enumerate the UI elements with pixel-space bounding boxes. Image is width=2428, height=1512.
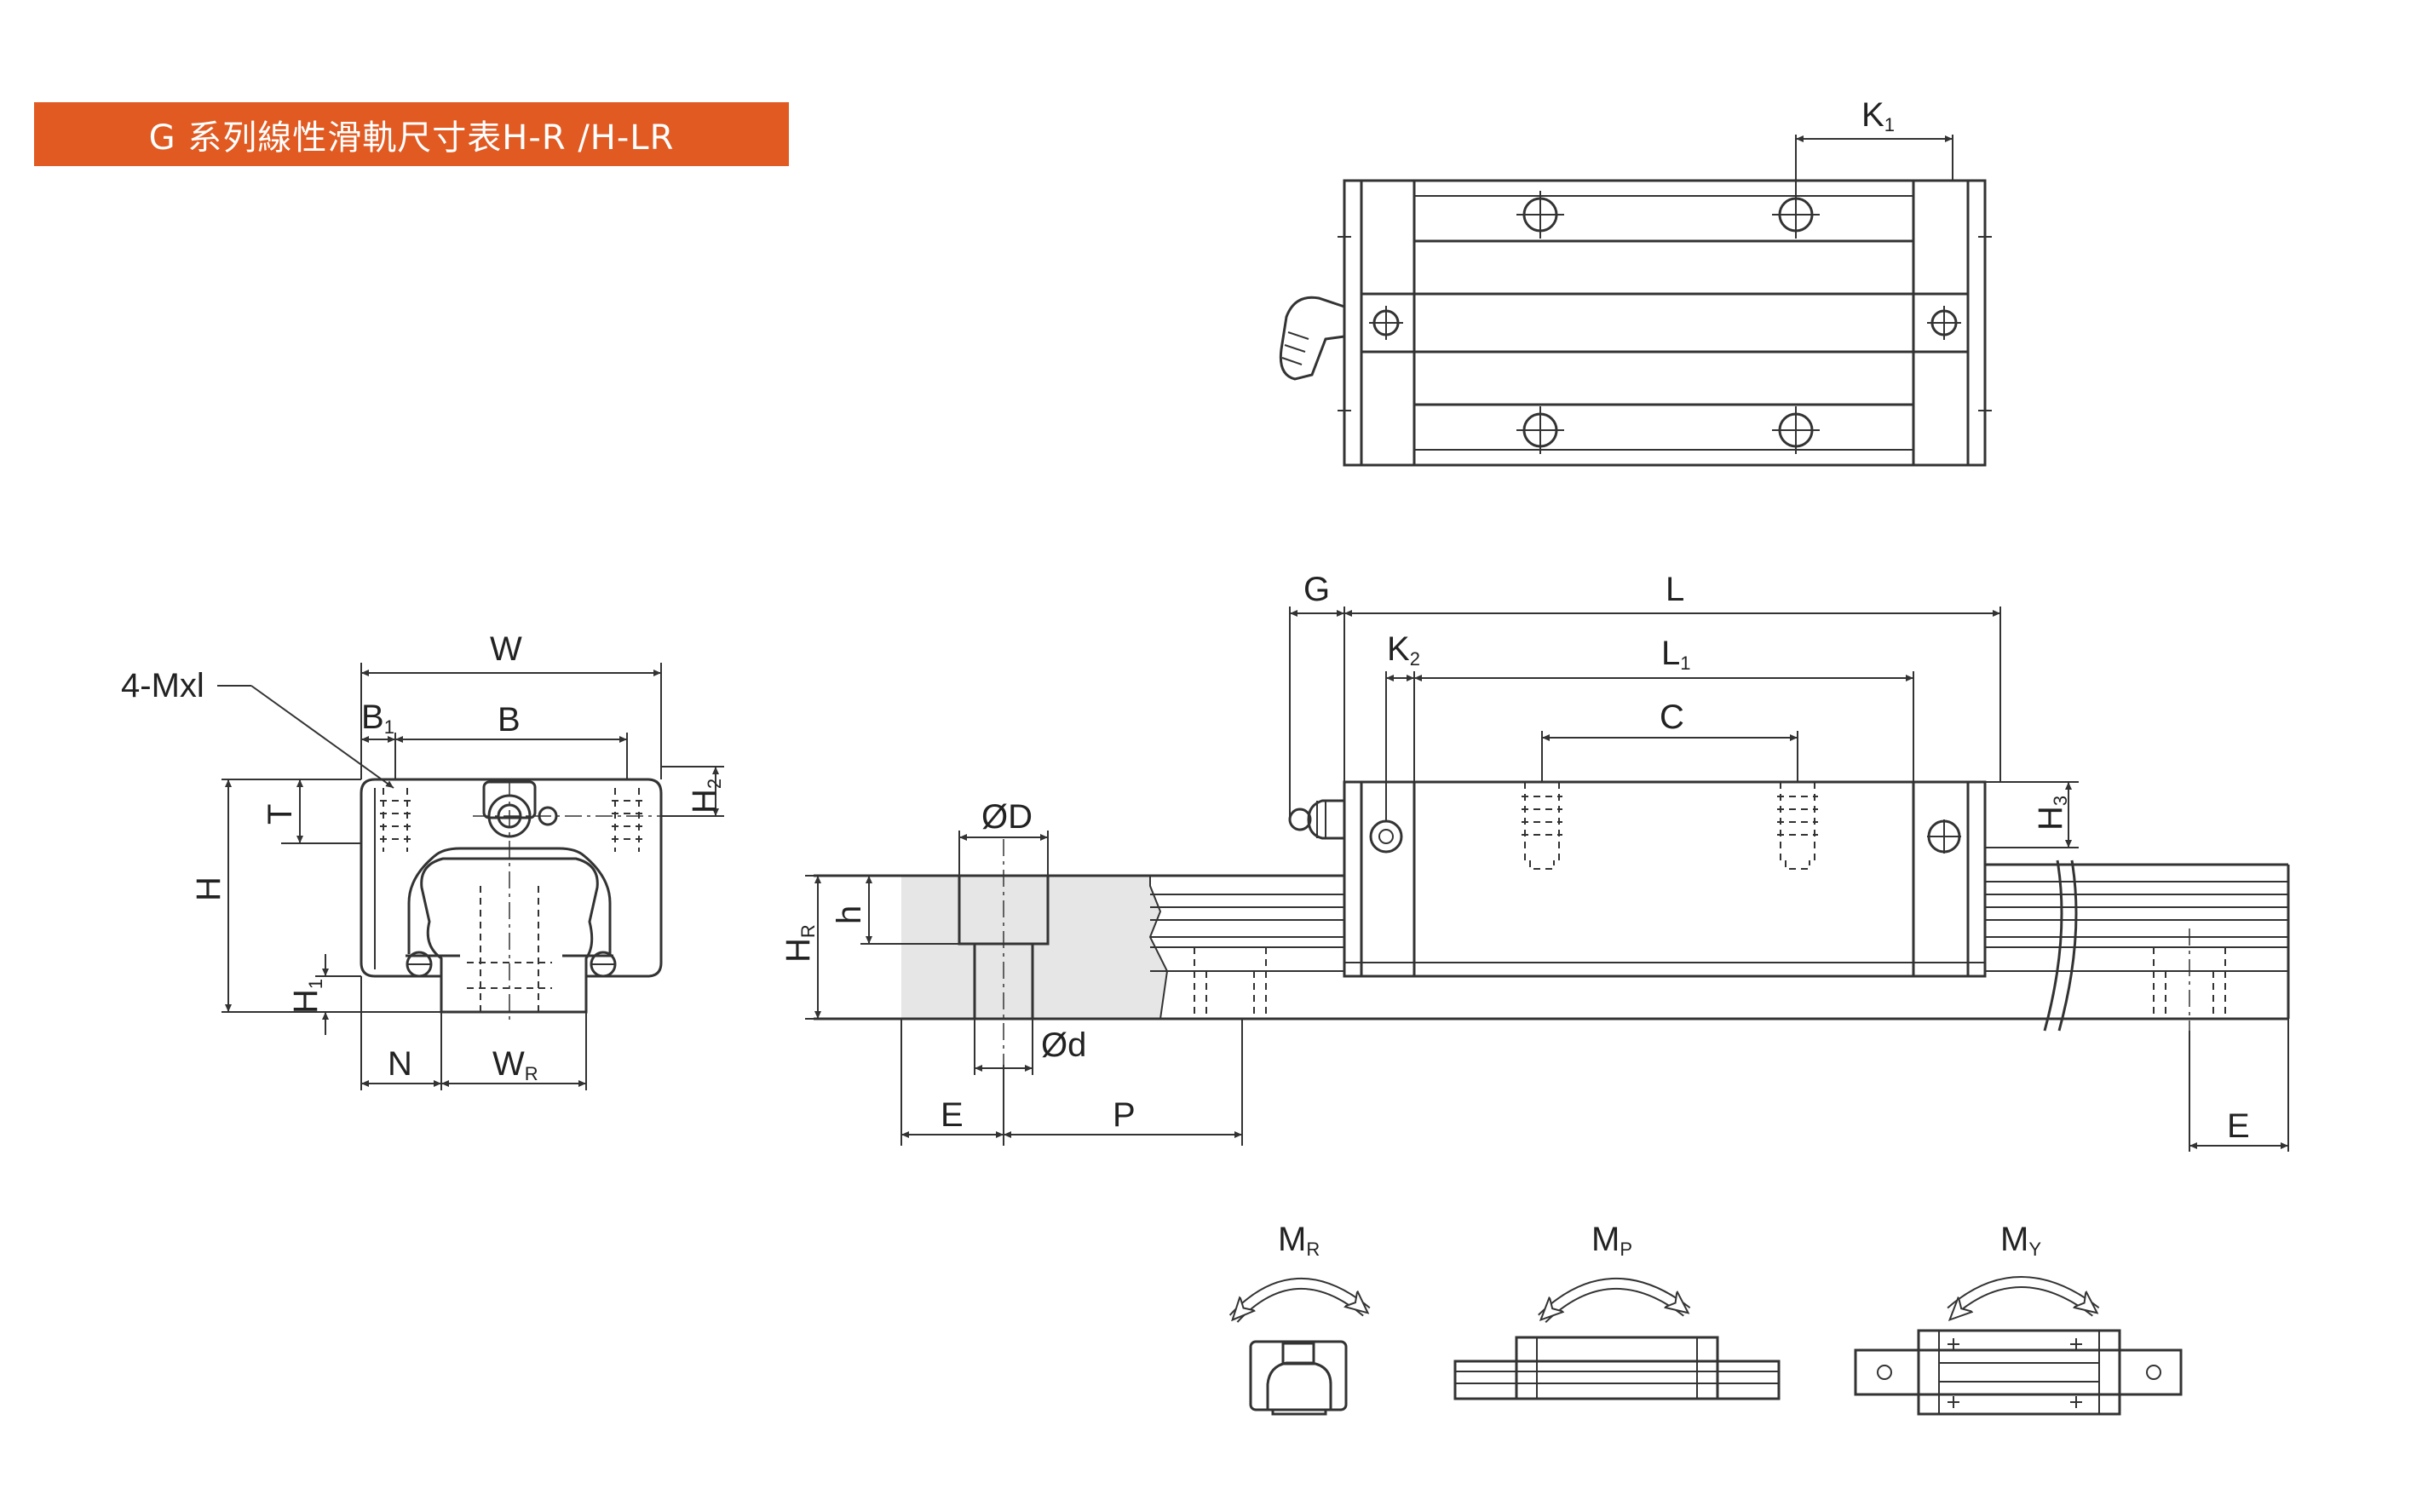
dimension-diameter-d-small: Ød [1041, 1026, 1086, 1064]
dimension-e-left: E [941, 1096, 964, 1134]
seal-screw-icon [406, 951, 433, 978]
dimension-h1: H1 [287, 979, 326, 1014]
dimension-h-small: h [831, 905, 868, 924]
dimension-e-right: E [2227, 1107, 2250, 1145]
top-view: K1 [1279, 96, 1992, 467]
dimension-k2: K2 [1387, 630, 1420, 670]
rail-hole-icon [1927, 306, 1961, 340]
end-view: 4-Mxl W B1 B H T H2 H1 [121, 630, 725, 1090]
dimension-l: L [1666, 571, 1684, 608]
moment-mr-label: MR [1278, 1221, 1320, 1260]
moment-my-label: MY [2000, 1221, 2041, 1260]
label-mount-thread: 4-Mxl [121, 667, 204, 704]
dimension-wr: WR [492, 1045, 538, 1084]
moment-yaw-icon: MY [1854, 1221, 2183, 1416]
dimension-p: P [1113, 1096, 1136, 1134]
dimension-t: T [262, 804, 299, 825]
dimension-diameter-d-large: ØD [981, 798, 1033, 836]
seal-screw-icon [1927, 819, 1961, 854]
mounting-hole-icon [1772, 406, 1820, 454]
title-banner: G 系列線性滑軌尺寸表H-R /H-LR [34, 102, 789, 166]
dimension-l1: L1 [1661, 635, 1691, 674]
mounting-hole-icon [1772, 191, 1820, 239]
side-view: G L K2 L1 C H3 ØD h HR [780, 571, 2290, 1152]
mounting-hole-icon [1516, 406, 1564, 454]
dimension-h2: H2 [686, 779, 725, 813]
dimension-n: N [388, 1045, 412, 1083]
seal-screw-icon [1369, 819, 1403, 854]
dimension-g: G [1303, 571, 1330, 608]
dimension-w: W [490, 630, 522, 668]
moment-pitch-icon: MP [1453, 1221, 1781, 1400]
dimension-hr: HR [780, 924, 819, 963]
moment-mp-label: MP [1591, 1221, 1632, 1260]
moment-roll-icon: MR [1228, 1221, 1371, 1416]
seal-screw-icon [590, 951, 617, 978]
dimension-h3: H3 [2032, 796, 2071, 831]
dimension-b1: B1 [361, 699, 394, 738]
dimension-k1: K1 [1861, 96, 1895, 135]
dimension-h: H [190, 877, 227, 901]
rail-hole-icon [1369, 306, 1403, 340]
dimension-b: B [498, 701, 521, 739]
dimension-c: C [1660, 699, 1684, 736]
mounting-hole-icon [1516, 191, 1564, 239]
